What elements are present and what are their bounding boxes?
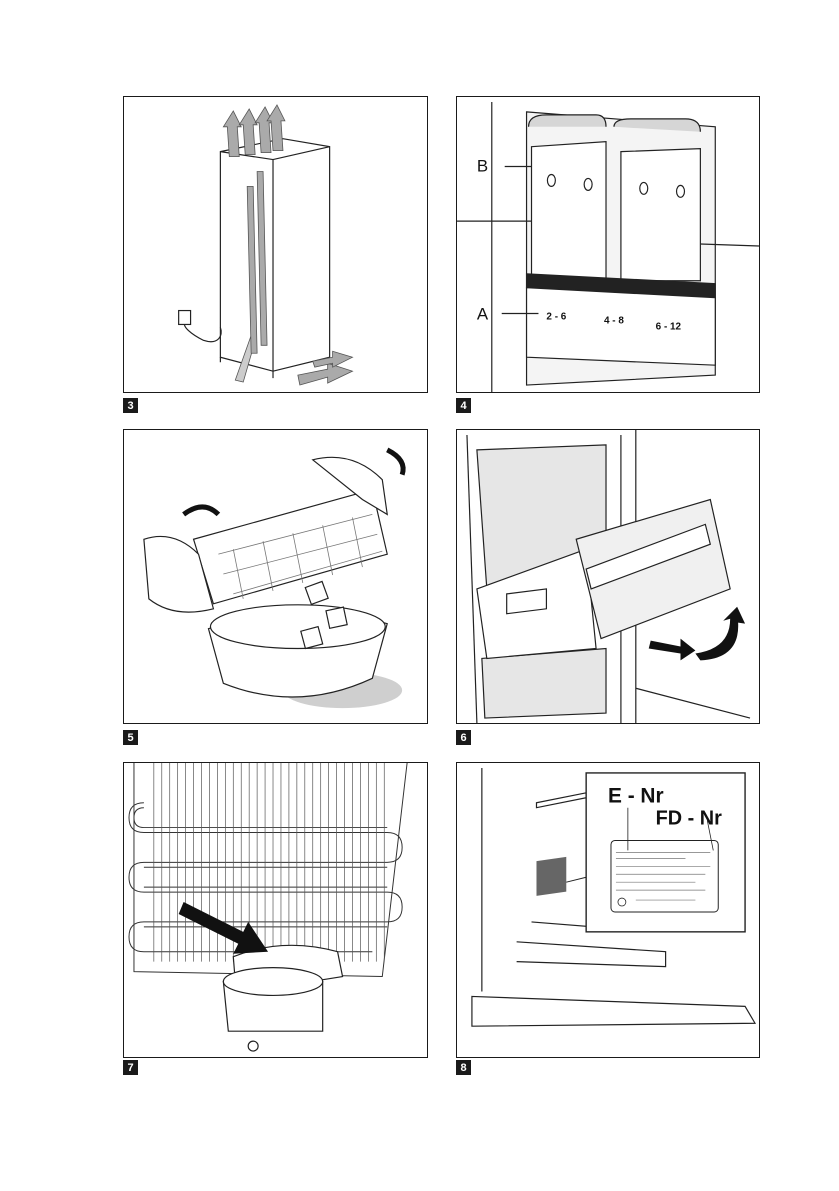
figure-8-label-e-nr: E - Nr <box>608 785 664 808</box>
figure-4-label-a: A <box>477 304 489 323</box>
figure-7-number: 7 <box>123 1060 138 1075</box>
figure-8-number: 8 <box>456 1060 471 1075</box>
figure-4-number: 4 <box>456 398 471 413</box>
figure-7-illustration <box>124 763 427 1057</box>
rating-plate <box>611 840 718 912</box>
figure-3-number: 3 <box>123 398 138 413</box>
figure-5-illustration <box>124 430 427 723</box>
figure-8-panel: E - Nr FD - Nr <box>456 762 760 1058</box>
figure-8-label-fd-nr: FD - Nr <box>656 808 722 830</box>
figure-4-illustration: B A 2 - 6 4 - 8 6 - 12 <box>457 97 759 392</box>
figure-8-illustration: E - Nr FD - Nr <box>457 763 759 1057</box>
figure-6-panel <box>456 429 760 724</box>
figure-4-range-2: 4 - 8 <box>604 315 624 326</box>
figure-6-number: 6 <box>456 730 471 745</box>
figure-5-number: 5 <box>123 730 138 745</box>
figure-4-label-b: B <box>477 156 488 175</box>
figure-7-panel <box>123 762 428 1058</box>
figure-4-range-1: 2 - 6 <box>546 311 566 322</box>
figure-5-panel <box>123 429 428 724</box>
figure-6-illustration <box>457 430 759 723</box>
figure-4-range-3: 6 - 12 <box>656 321 682 332</box>
figure-3-illustration <box>124 97 427 392</box>
figure-3-panel <box>123 96 428 393</box>
rating-plate-location <box>536 857 566 896</box>
figure-4-panel: B A 2 - 6 4 - 8 6 - 12 <box>456 96 760 393</box>
